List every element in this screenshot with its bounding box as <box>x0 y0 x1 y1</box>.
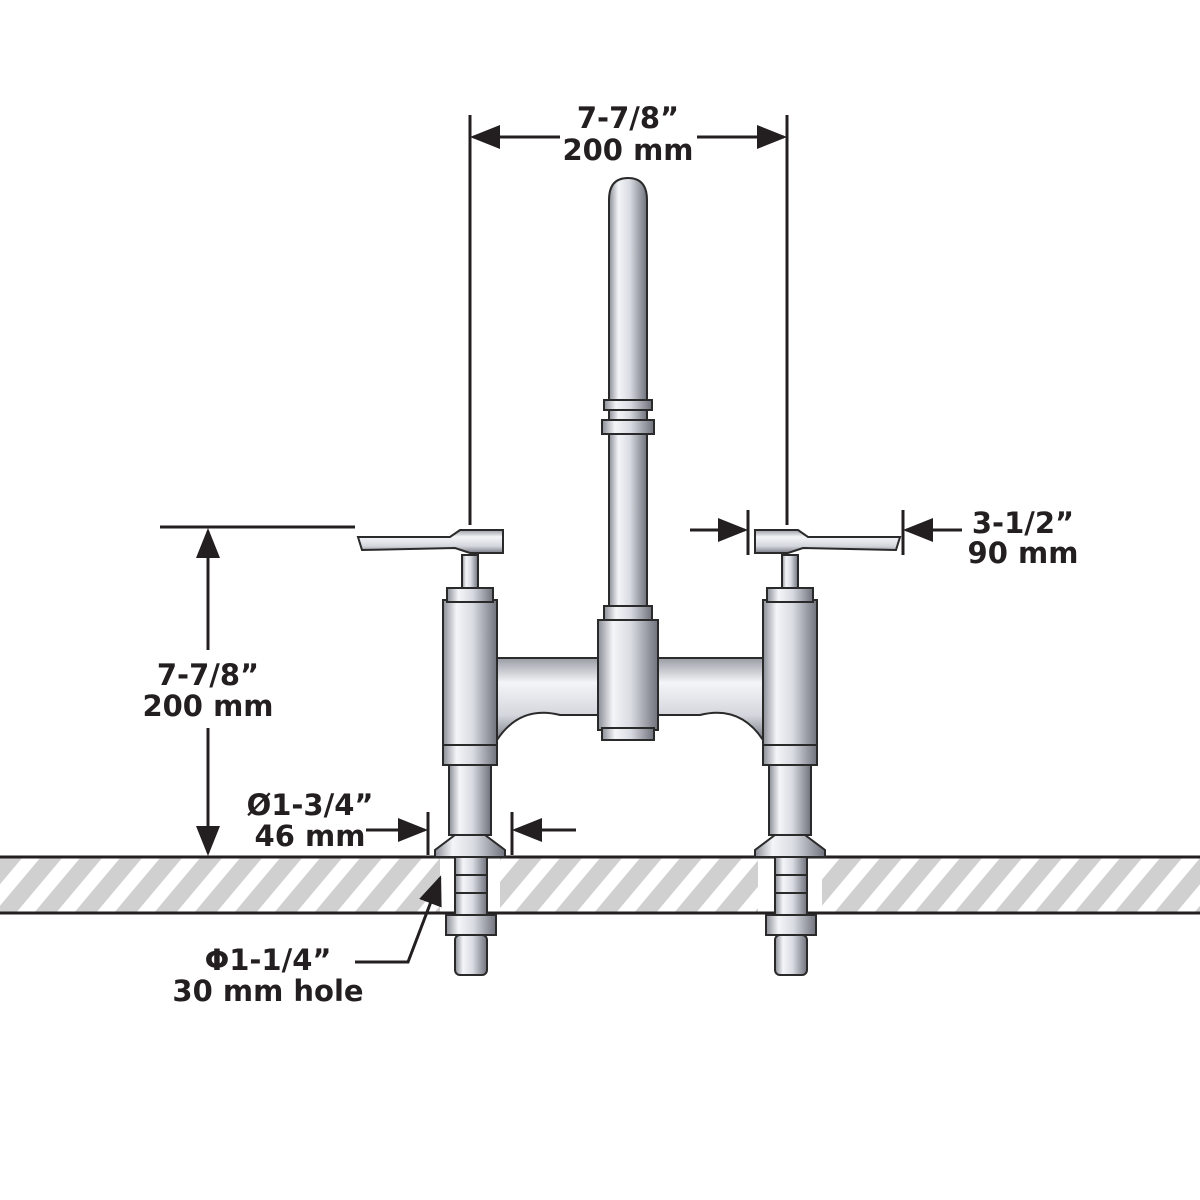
base-diameter-dimension: Ø1-3/4” 46 mm <box>247 788 576 855</box>
spout <box>601 176 655 611</box>
handle-spacing-dimension: 7-7/8” 200 mm <box>468 101 789 525</box>
handle-length-dimension: 3-1/2” 90 mm <box>690 506 1078 570</box>
countertop <box>0 855 1200 915</box>
right-valve <box>754 529 902 976</box>
hole-diameter-imperial: Φ1-1/4” <box>205 943 332 977</box>
handle-length-metric: 90 mm <box>968 536 1079 570</box>
handle-height-imperial: 7-7/8” <box>157 658 259 692</box>
base-diameter-imperial: Ø1-3/4” <box>247 788 374 822</box>
hole-diameter-metric: 30 mm hole <box>172 974 363 1008</box>
handle-length-imperial: 3-1/2” <box>972 506 1074 540</box>
base-diameter-metric: 46 mm <box>255 819 366 853</box>
handle-spacing-imperial: 7-7/8” <box>577 101 679 135</box>
spout-hub <box>597 605 659 741</box>
left-valve <box>356 529 506 976</box>
hole-diameter-dimension: Φ1-1/4” 30 mm hole <box>172 875 442 1008</box>
handle-spacing-metric: 200 mm <box>562 133 693 167</box>
handle-height-metric: 200 mm <box>142 689 273 723</box>
handle-height-dimension: 7-7/8” 200 mm <box>142 525 355 856</box>
